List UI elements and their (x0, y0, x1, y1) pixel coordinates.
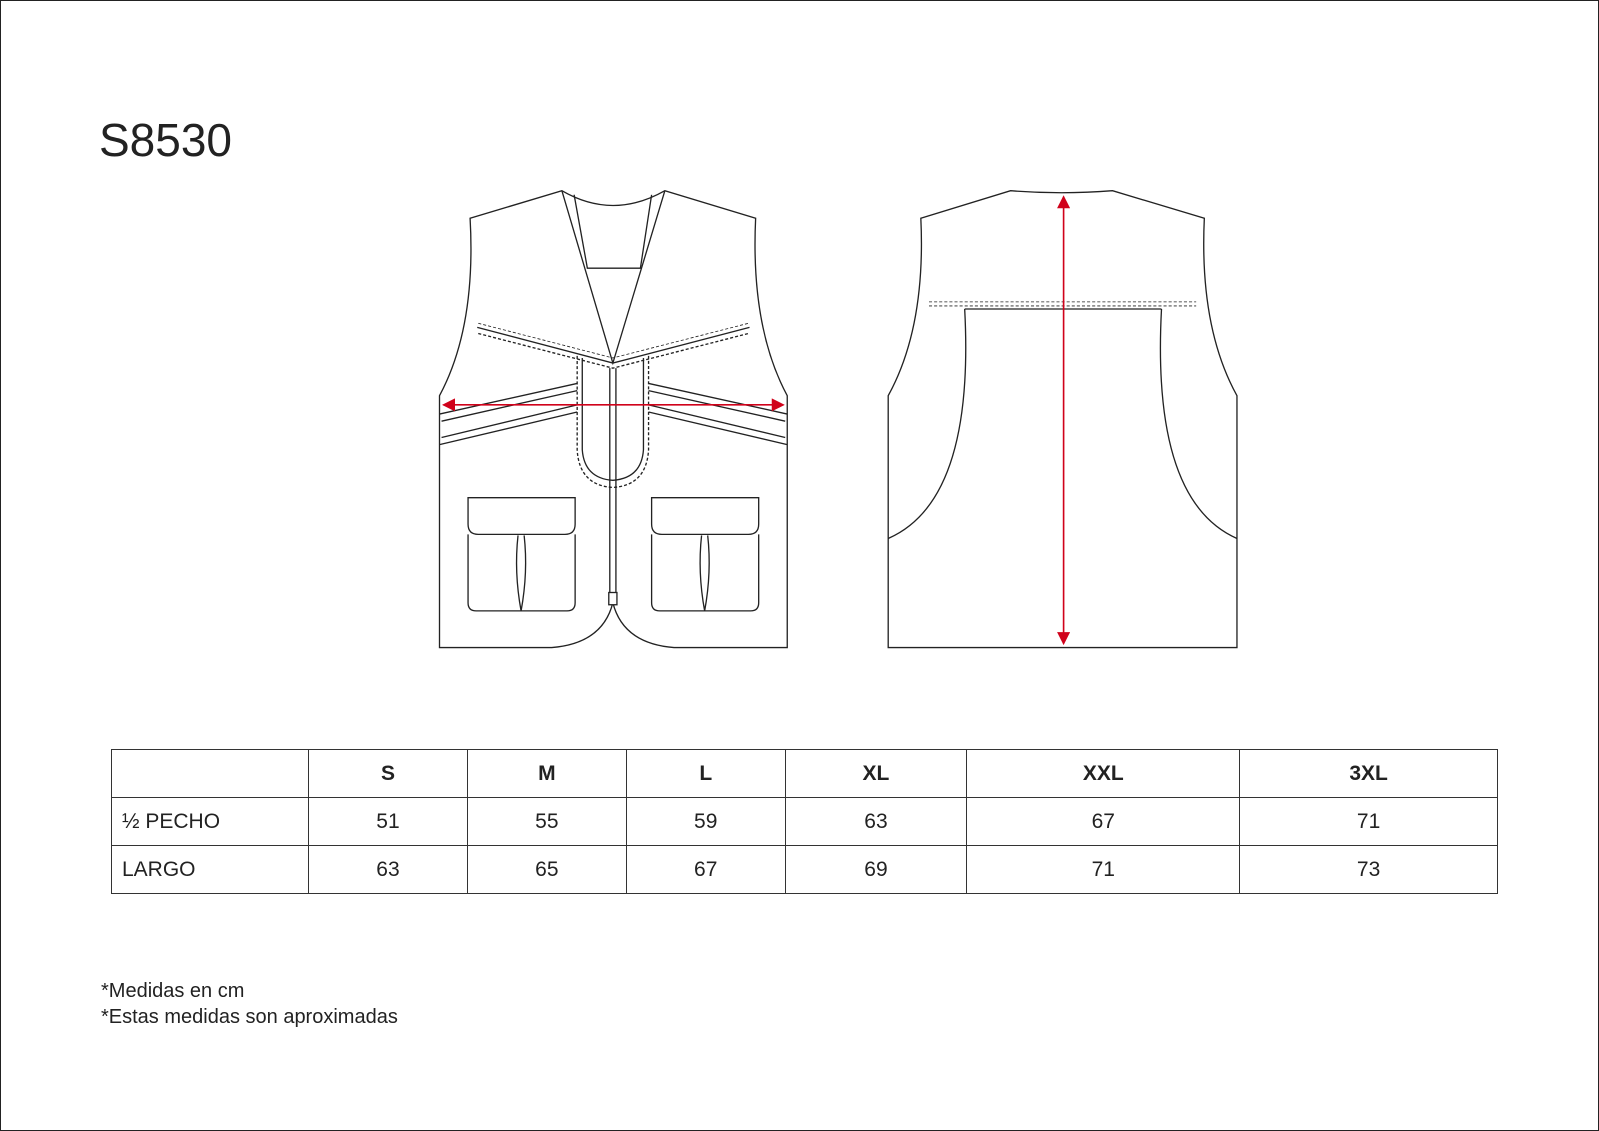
table-header (111, 749, 309, 798)
vest-front (438, 189, 788, 649)
table-cell: 63 (308, 845, 468, 894)
product-code-title: S8530 (99, 114, 233, 166)
table-header-row: S M L XL XXL 3XL (111, 749, 1498, 798)
table-cell: 69 (784, 845, 968, 894)
table-cell: 67 (966, 797, 1241, 846)
table-cell: 67 (625, 845, 786, 894)
table-row: LARGO 63 65 67 69 71 73 (111, 845, 1498, 894)
table-cell: 71 (966, 845, 1241, 894)
row-label: LARGO (111, 845, 309, 894)
table-cell: 73 (1239, 845, 1498, 894)
table-cell: 59 (625, 797, 786, 846)
size-table: S M L XL XXL 3XL ½ PECHO 51 55 59 63 67 … (111, 749, 1498, 894)
table-header: M (466, 749, 627, 798)
notes: *Medidas en cm *Estas medidas son aproxi… (101, 978, 398, 1030)
table-cell: 51 (308, 797, 468, 846)
table-header: XL (784, 749, 968, 798)
table-cell: 71 (1239, 797, 1498, 846)
row-label: ½ PECHO (111, 797, 309, 846)
note-units: *Medidas en cm (101, 980, 245, 1002)
table-header: S (308, 749, 468, 798)
vest-back (887, 190, 1238, 649)
table-cell: 63 (784, 797, 968, 846)
table-header: XXL (966, 749, 1241, 798)
note-approximate: *Estas medidas son aproximadas (101, 1006, 398, 1028)
table-header: L (625, 749, 786, 798)
table-row: ½ PECHO 51 55 59 63 67 71 (111, 797, 1498, 846)
table-cell: 55 (466, 797, 627, 846)
table-header: 3XL (1239, 749, 1498, 798)
table-cell: 65 (466, 845, 627, 894)
